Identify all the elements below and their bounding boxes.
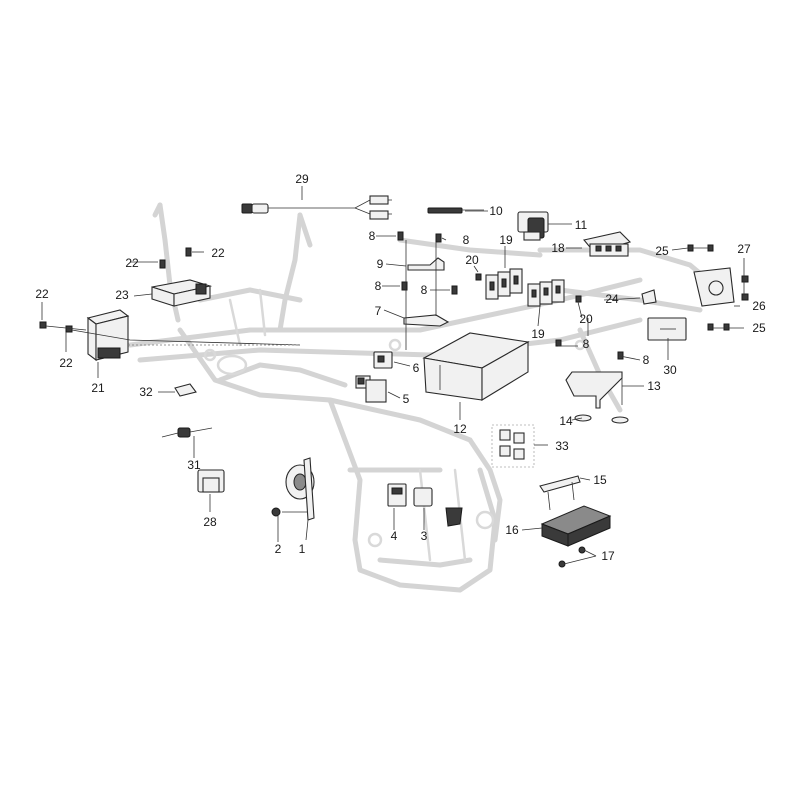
- callout-25-a: 25: [655, 244, 669, 258]
- callout-12: 12: [453, 422, 467, 436]
- callout-19-a: 19: [499, 233, 513, 247]
- callout-8-c: 8: [375, 279, 382, 293]
- part-14-pads: [574, 414, 629, 424]
- part-12-battery-tray: [422, 332, 530, 401]
- callout-27: 27: [737, 242, 751, 256]
- part-23-control-unit: [151, 279, 213, 307]
- callout-26: 26: [752, 299, 766, 313]
- part-13-bracket: [565, 371, 623, 409]
- callout-18: 18: [551, 241, 565, 255]
- callout-20-b: 20: [579, 312, 593, 326]
- callout-8-f: 8: [643, 353, 650, 367]
- part-21-module: [86, 309, 130, 362]
- part-1-horn: [285, 457, 315, 521]
- callout-22-b: 22: [211, 246, 225, 260]
- callout-8-b: 8: [463, 233, 470, 247]
- callout-23: 23: [115, 288, 129, 302]
- callout-8-e: 8: [583, 337, 590, 351]
- part-19-relays-upper: [485, 268, 523, 300]
- callout-4: 4: [391, 529, 398, 543]
- callout-7: 7: [375, 304, 382, 318]
- part-10-fuse-strip: [427, 207, 484, 214]
- part-29-harness: [241, 195, 392, 220]
- callout-16: 16: [505, 523, 519, 537]
- callout-17: 17: [601, 549, 615, 563]
- part-17-nuts: [558, 546, 586, 568]
- callout-8-a: 8: [369, 229, 376, 243]
- callout-24: 24: [605, 292, 619, 306]
- part-4-relay: [387, 483, 407, 507]
- callout-13: 13: [647, 379, 661, 393]
- callout-2: 2: [275, 542, 282, 556]
- part-5-relay: [355, 375, 387, 403]
- part-24-clip: [641, 289, 657, 305]
- part-2-nut: [271, 507, 281, 517]
- callout-14: 14: [559, 414, 573, 428]
- part-30-cover: [647, 317, 687, 341]
- callout-29: 29: [295, 172, 309, 186]
- part-15-bracket: [539, 475, 581, 511]
- part-31-fuse: [161, 427, 213, 438]
- part-19-relays-lower: [527, 279, 565, 307]
- part-6-relay: [373, 351, 393, 369]
- callout-28: 28: [203, 515, 217, 529]
- part-33-decals: [491, 424, 535, 468]
- part-16-ecu: [540, 505, 612, 547]
- part-26-plate: [693, 267, 735, 307]
- callout-3: 3: [421, 529, 428, 543]
- callout-5: 5: [403, 392, 410, 406]
- callout-11: 11: [575, 218, 588, 232]
- callout-19-b: 19: [531, 327, 545, 341]
- callout-30: 30: [663, 363, 677, 377]
- callout-21: 21: [91, 381, 105, 395]
- callout-labels: 1 2 3 4 5 6 7 8 8 8 8 8 8 9 10 11 12 13 …: [35, 172, 766, 563]
- part-3-relay: [413, 487, 463, 527]
- callout-20-a: 20: [465, 253, 479, 267]
- callout-10: 10: [489, 204, 503, 218]
- callout-8-d: 8: [421, 283, 428, 297]
- part-11-relay: [517, 211, 549, 241]
- callout-31: 31: [187, 458, 201, 472]
- callout-6: 6: [413, 361, 420, 375]
- callout-22-d: 22: [59, 356, 73, 370]
- part-9-bracket: [407, 257, 445, 271]
- callout-33: 33: [555, 439, 569, 453]
- callout-9: 9: [377, 257, 384, 271]
- leader-lines: [41, 186, 745, 565]
- part-32-clip: [174, 383, 197, 397]
- callout-32: 32: [139, 385, 153, 399]
- callout-22-c: 22: [35, 287, 49, 301]
- callout-1: 1: [299, 542, 306, 556]
- callout-25-b: 25: [752, 321, 766, 335]
- part-18-fuse-box: [582, 231, 632, 257]
- part-28-connector: [197, 469, 225, 493]
- callout-15: 15: [593, 473, 607, 487]
- callout-22-a: 22: [125, 256, 139, 270]
- part-7-bracket: [403, 314, 450, 327]
